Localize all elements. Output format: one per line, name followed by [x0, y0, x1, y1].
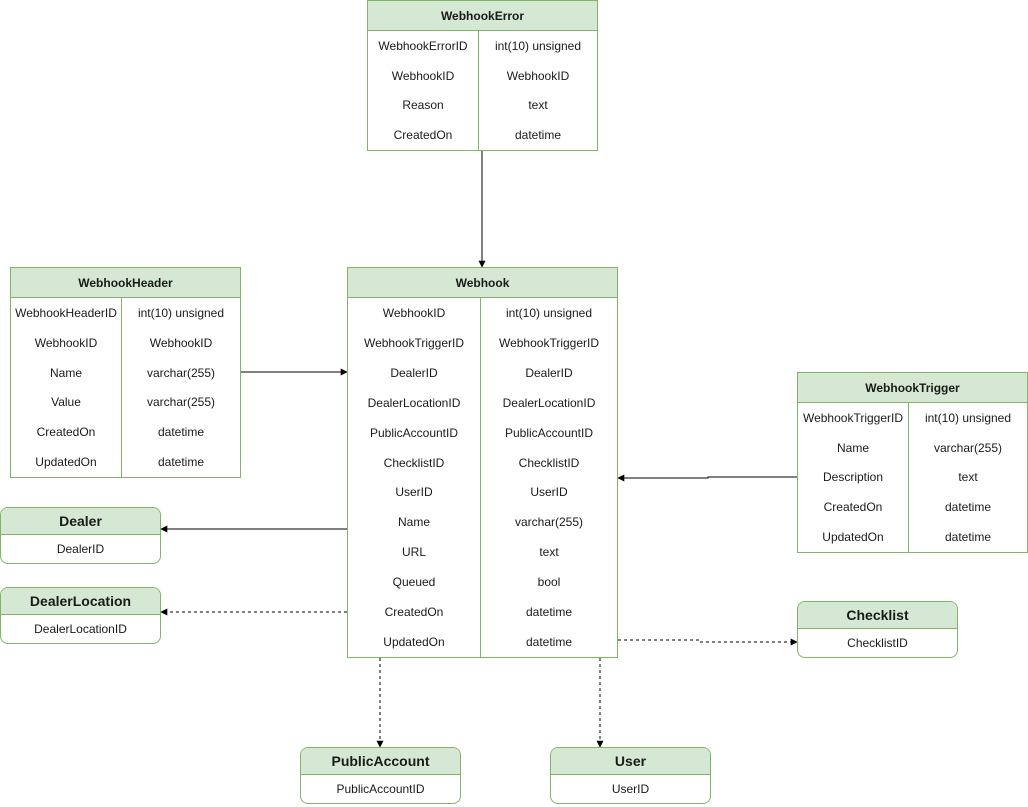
edge-webhook-to-checklist — [618, 638, 798, 646]
field-type: text — [539, 545, 559, 560]
field-name: WebhookID — [382, 305, 446, 320]
field-name: PublicAccountID — [369, 425, 459, 440]
entity-title: WebhookError — [368, 1, 597, 31]
field-type: datetime — [944, 530, 992, 545]
field-type: int(10) unsigned — [924, 410, 1012, 425]
field-name: WebhookErrorID — [378, 38, 468, 53]
field-type: datetime — [157, 425, 205, 440]
ref-dealer[interactable]: Dealer DealerID — [0, 507, 161, 564]
entity-title: WebhookTrigger — [798, 373, 1027, 403]
ref-public-account[interactable]: PublicAccount PublicAccountID — [300, 747, 461, 804]
field-name: UpdatedOn — [35, 455, 97, 470]
field-type: datetime — [525, 605, 573, 620]
ref-dealer-location[interactable]: DealerLocation DealerLocationID — [0, 587, 161, 644]
field-name: Queued — [392, 575, 436, 590]
field-name: UpdatedOn — [383, 635, 445, 650]
field-name: ChecklistID — [383, 455, 445, 470]
field-type: int(10) unsigned — [505, 305, 593, 320]
entity-webhook[interactable]: Webhook WebhookID WebhookTriggerID Deale… — [347, 267, 618, 658]
field-name: URL — [401, 545, 426, 560]
ref-title: Dealer — [1, 508, 160, 535]
field-type: datetime — [514, 128, 562, 143]
field-type: varchar(255) — [933, 440, 1003, 455]
field-name: WebhookTriggerID — [363, 335, 465, 350]
field-name: WebhookID — [34, 335, 98, 350]
field-type: varchar(255) — [146, 395, 216, 410]
entity-webhook-trigger[interactable]: WebhookTrigger WebhookTriggerID Name Des… — [797, 372, 1028, 553]
field-type: varchar(255) — [514, 515, 584, 530]
ref-title: PublicAccount — [301, 748, 460, 775]
field-type: UserID — [530, 485, 568, 500]
ref-field: PublicAccountID — [336, 782, 425, 796]
field-type: WebhookID — [506, 68, 570, 83]
field-name: UpdatedOn — [822, 530, 884, 545]
field-name: Name — [836, 440, 869, 455]
field-name: UserID — [395, 485, 433, 500]
field-name: Value — [51, 395, 81, 410]
ref-checklist[interactable]: Checklist ChecklistID — [797, 601, 958, 658]
field-type: datetime — [157, 455, 205, 470]
ref-field: DealerLocationID — [34, 622, 127, 636]
field-type: ChecklistID — [518, 455, 580, 470]
field-type: WebhookID — [149, 335, 213, 350]
entity-title: WebhookHeader — [11, 268, 240, 298]
ref-field: ChecklistID — [847, 636, 908, 650]
field-name: Reason — [402, 98, 444, 113]
ref-field: UserID — [611, 782, 650, 796]
ref-user[interactable]: User UserID — [550, 747, 711, 804]
entity-webhook-error[interactable]: WebhookError WebhookErrorID WebhookID Re… — [367, 0, 598, 151]
field-name: Description — [822, 470, 884, 485]
field-name: Name — [397, 515, 430, 530]
ref-field: DealerID — [56, 542, 105, 556]
field-name: CreatedOn — [393, 128, 453, 143]
ref-title: DealerLocation — [1, 588, 160, 615]
field-name: DealerLocationID — [367, 395, 461, 410]
entity-webhook-header[interactable]: WebhookHeader WebhookHeaderID WebhookID … — [10, 267, 241, 478]
field-type: DealerLocationID — [502, 395, 596, 410]
entity-title: Webhook — [348, 268, 617, 298]
field-type: text — [528, 98, 548, 113]
field-name: CreatedOn — [384, 605, 444, 620]
field-name: CreatedOn — [823, 500, 883, 515]
field-type: int(10) unsigned — [137, 305, 225, 320]
field-type: text — [958, 470, 978, 485]
field-type: bool — [537, 575, 561, 590]
ref-title: Checklist — [798, 602, 957, 629]
field-name: DealerID — [390, 365, 438, 380]
field-type: datetime — [944, 500, 992, 515]
field-name: Name — [49, 365, 82, 380]
edge-trigger-to-webhook — [617, 474, 797, 482]
field-type: int(10) unsigned — [494, 38, 582, 53]
field-type: datetime — [525, 635, 573, 650]
field-type: varchar(255) — [146, 365, 216, 380]
field-name: WebhookHeaderID — [15, 305, 117, 320]
field-type: DealerID — [525, 365, 573, 380]
field-name: CreatedOn — [36, 425, 96, 440]
field-type: PublicAccountID — [504, 425, 594, 440]
field-name: WebhookID — [391, 68, 455, 83]
field-name: WebhookTriggerID — [802, 410, 904, 425]
ref-title: User — [551, 748, 710, 775]
field-type: WebhookTriggerID — [498, 335, 600, 350]
